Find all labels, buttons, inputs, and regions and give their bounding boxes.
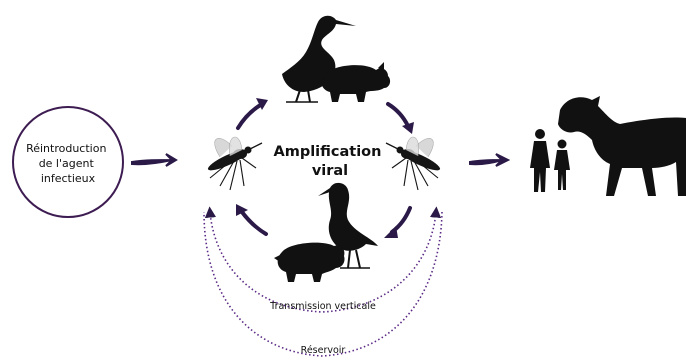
center-label-line-1: Amplification — [273, 144, 381, 160]
reintroduction-label-line-3: infectieux — [41, 172, 96, 185]
reservoir-label: Réservoir — [301, 345, 346, 356]
transmission-verticale-loop — [204, 206, 442, 313]
arrowhead — [256, 98, 268, 110]
mosquito-icon — [207, 136, 263, 191]
arrowhead — [402, 122, 414, 134]
transmission-verticale-label: Transmission verticale — [269, 301, 376, 312]
arrow-vector-to-top-hosts — [236, 102, 264, 130]
reintroduction-label-line-1: Réintroduction — [26, 142, 106, 155]
arrow-top-hosts-to-vector — [386, 102, 410, 128]
arrowhead — [384, 226, 398, 238]
pig-icon — [274, 242, 345, 282]
reintroduction-node: Réintroduction de l'agent infectieux — [12, 106, 124, 218]
reintroduction-label-line-2: de l'agent — [39, 157, 95, 170]
arrow-vector-to-dead-end-hosts — [469, 153, 511, 167]
svg-text:Amplification viral: Amplification viral — [273, 144, 386, 179]
svg-text:Réintroduction de l'agen: Réintroduction de l'agent infectieux — [26, 142, 110, 185]
human-adult-icon — [530, 129, 550, 192]
pig-icon — [321, 62, 391, 102]
heron-icon — [318, 182, 378, 269]
center-label-line-2: viral — [312, 163, 348, 179]
arrow-bottom-hosts-to-vector — [240, 210, 268, 236]
horse-icon — [558, 96, 686, 196]
reservoir-loop — [203, 211, 443, 357]
arrow-source-to-vector — [131, 153, 178, 167]
mosquito-icon — [385, 136, 441, 191]
heron-icon — [282, 15, 356, 103]
human-child-icon — [554, 139, 570, 190]
